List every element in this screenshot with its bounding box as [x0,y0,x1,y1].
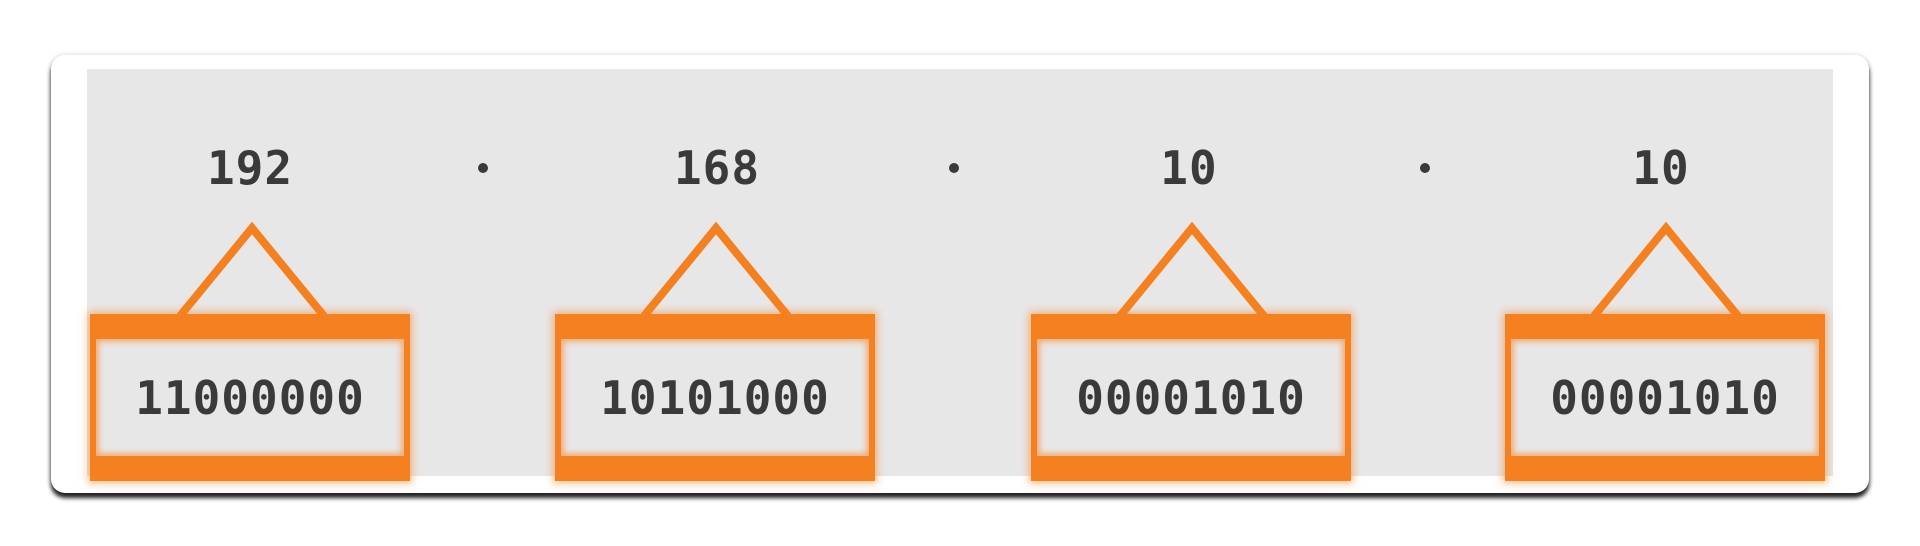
octet-2-connector [640,221,792,319]
octet-1-binary: 11000000 [135,370,365,425]
octet-4-binary-box: 00001010 [1505,314,1825,481]
octet-2-binary-box: 10101000 [555,314,875,481]
octet-3-binary-box: 00001010 [1031,314,1351,481]
octet-3-binary: 00001010 [1076,370,1306,425]
octet-1-binary-box: 11000000 [90,314,410,481]
separator-dot-3 [1420,163,1430,173]
octet-1-connector [176,221,328,319]
octet-3-connector [1116,221,1268,319]
separator-dot-1 [478,163,488,173]
octet-4-binary: 00001010 [1550,370,1780,425]
octet-2-binary: 10101000 [600,370,830,425]
octet-1-decimal: 192 [206,141,294,195]
separator-dot-2 [949,163,959,173]
octet-3-decimal: 10 [1160,141,1218,195]
octet-4-connector [1590,221,1742,319]
octet-4-decimal: 10 [1632,141,1690,195]
octet-2-decimal: 168 [673,141,761,195]
